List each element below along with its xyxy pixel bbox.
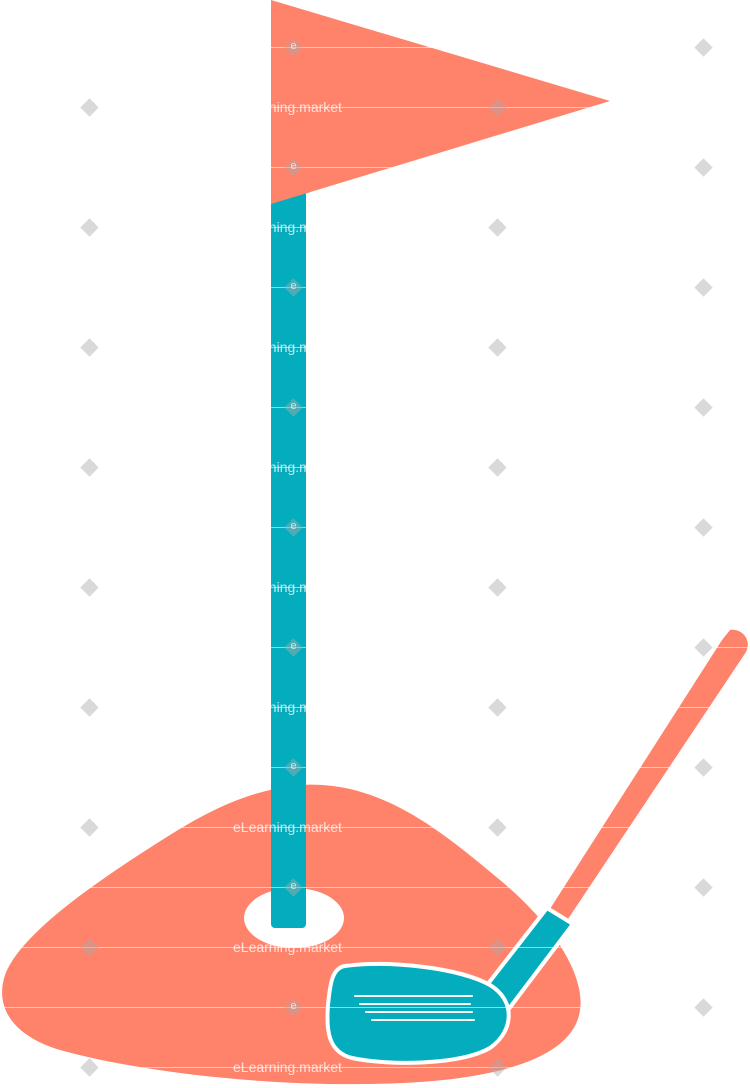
golf-club-grooves [354, 995, 475, 1021]
golf-club-shaft [548, 629, 748, 922]
golf-flag-icon [271, 0, 610, 204]
flagpole-icon [271, 150, 306, 928]
golf-club-icon [325, 962, 511, 1065]
